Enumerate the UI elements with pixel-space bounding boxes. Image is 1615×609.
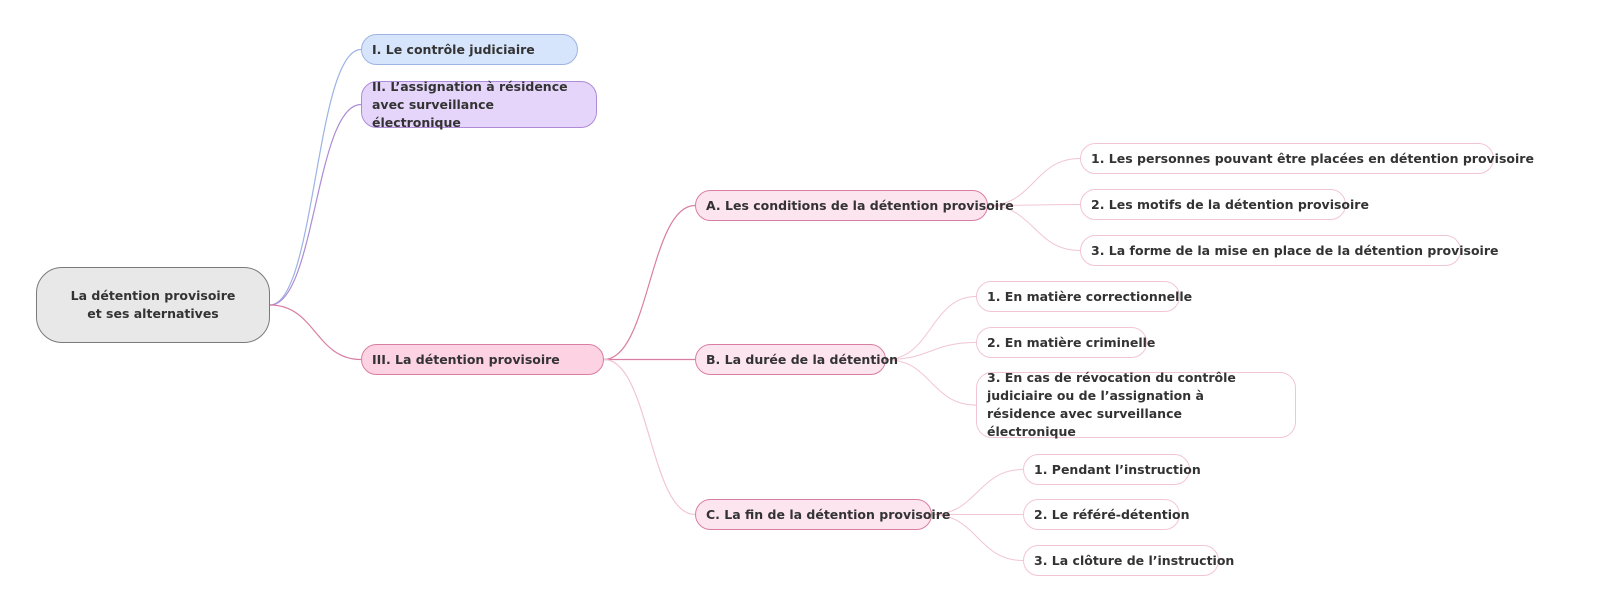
connector-n-C-n-C3 [931,514,1024,561]
connector-n-root-n-2 [269,103,362,306]
connector-n-C-n-C1 [931,469,1024,515]
leaf-topic[interactable]: 1. En matière correctionnelle [976,281,1192,312]
subtopic-label: B. La durée de la détention [706,351,899,367]
connector-n-B-n-B2 [885,342,977,360]
leaf-topic[interactable]: 2. Les motifs de la détention provisoire [1080,189,1369,220]
branch-label: I. Le contrôle judiciaire [372,41,535,57]
leaf-label: 3. La clôture de l’instruction [1034,552,1235,568]
connector-n-3-n-A [603,204,696,361]
connector-n-A-n-A2 [987,204,1081,206]
leaf-label: 2. Les motifs de la détention provisoire [1091,196,1369,212]
branch-controle-judiciaire[interactable]: I. Le contrôle judiciaire [361,34,578,65]
connector-n-A-n-A1 [987,158,1081,206]
leaf-label: 1. Pendant l’instruction [1034,461,1201,477]
leaf-label: 3. La forme de la mise en place de la dé… [1091,242,1499,258]
leaf-topic[interactable]: 3. En cas de révocation du contrôle judi… [976,370,1296,439]
leaf-topic[interactable]: 2. Le référé-détention [1023,499,1190,530]
leaf-topic[interactable]: 3. La forme de la mise en place de la dé… [1080,235,1498,266]
leaf-label: 2. Le référé-détention [1034,506,1190,522]
connector-n-B-n-B1 [885,296,977,360]
subtopic-label: A. Les conditions de la détention provis… [706,197,1014,213]
leaf-topic[interactable]: 2. En matière criminelle [976,327,1155,358]
subtopic-label: C. La fin de la détention provisoire [706,506,951,522]
subtopic-conditions[interactable]: A. Les conditions de la détention provis… [695,190,1014,221]
leaf-label: 1. En matière correctionnelle [987,288,1193,304]
leaf-label: 2. En matière criminelle [987,334,1156,350]
branch-detention-provisoire[interactable]: III. La détention provisoire [361,344,604,375]
leaf-topic[interactable]: 1. Pendant l’instruction [1023,454,1201,485]
branch-assignation-residence[interactable]: II. L’assignation à résidence avec surve… [361,79,597,130]
connector-n-B-n-B3 [885,359,977,406]
connector-n-3-n-C [603,358,696,516]
branch-label: III. La détention provisoire [372,351,560,367]
connector-n-root-n-1 [269,48,362,306]
subtopic-duree[interactable]: B. La durée de la détention [695,344,898,375]
subtopic-fin[interactable]: C. La fin de la détention provisoire [695,499,950,530]
leaf-label: 3. En cas de révocation du contrôle judi… [987,370,1236,439]
root-topic[interactable]: La détention provisoire et ses alternati… [36,267,270,343]
branch-label: II. L’assignation à résidence avec surve… [372,78,568,130]
leaf-topic[interactable]: 1. Les personnes pouvant être placées en… [1080,143,1534,174]
leaf-label: 1. Les personnes pouvant être placées en… [1091,150,1534,166]
root-topic-label: La détention provisoire et ses alternati… [70,288,236,321]
leaf-topic[interactable]: 3. La clôture de l’instruction [1023,545,1234,576]
connector-n-A-n-A3 [987,205,1081,251]
connector-n-root-n-3 [269,304,362,361]
